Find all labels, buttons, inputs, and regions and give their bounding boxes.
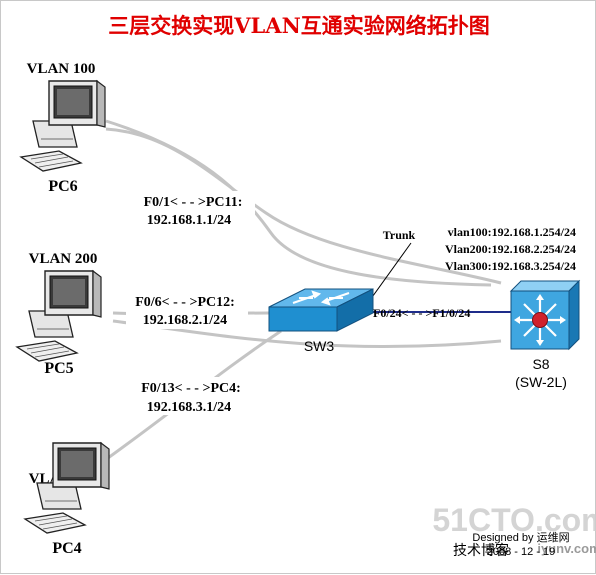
label-backdrop xyxy=(126,291,248,329)
host-name: PC4 xyxy=(52,540,81,557)
interface-ip: Vlan200:192.168.2.254/24 xyxy=(445,242,576,256)
switch-sw3[interactable]: SW3 xyxy=(268,288,374,354)
desktop-computer-icon xyxy=(16,270,102,362)
watermark-cn: 技术博客 xyxy=(453,542,509,558)
trunk-label: Trunk xyxy=(383,228,416,242)
ip-address: 192.168.2.1/24 xyxy=(143,313,227,328)
designed-by: Designed by 运维网 xyxy=(472,531,569,544)
vlan-label: VLAN 200 xyxy=(29,251,98,267)
host-pc4[interactable]: VLAN 300 PC4 xyxy=(24,442,110,557)
interface-ip: Vlan300:192.168.3.254/24 xyxy=(445,259,576,273)
design-date: 2008 - 12 - 19 xyxy=(487,546,556,558)
switch-subtitle: (SW-2L) xyxy=(515,374,567,390)
vlan-label: VLAN 100 xyxy=(27,61,96,77)
host-pc5[interactable]: VLAN 200 PC5 xyxy=(16,251,102,377)
switch-name: S8 xyxy=(532,356,549,372)
host-name: PC5 xyxy=(44,360,73,377)
label-backdrop xyxy=(131,377,257,415)
port-mapping: F0/13< - - >PC4: xyxy=(141,381,241,396)
host-name: PC6 xyxy=(48,178,77,195)
desktop-computer-icon xyxy=(24,442,110,534)
ip-address: 192.168.1.1/24 xyxy=(147,213,231,228)
watermark: 51CTO.com 技术博客 iyunv.com xyxy=(432,502,596,558)
trunk-port-label: F0/24< - - >F1/0/24 xyxy=(373,306,470,320)
link-label-pc6: F0/1< - - >PC11: 192.168.1.1/24 xyxy=(133,191,255,228)
layer3-switch-icon xyxy=(509,279,581,351)
s8-interface-list: vlan100:192.168.1.254/24 Vlan200:192.168… xyxy=(445,225,576,273)
switch-s8[interactable]: S8 (SW-2L) xyxy=(509,279,581,390)
watermark-sub: iyunv.com xyxy=(537,541,596,556)
interface-ip: vlan100:192.168.1.254/24 xyxy=(448,225,576,239)
port-mapping: F0/1< - - >PC11: xyxy=(144,195,243,210)
link-label-pc5: F0/6< - - >PC12: 192.168.2.1/24 xyxy=(126,291,248,329)
desktop-computer-icon xyxy=(20,80,106,172)
workgroup-switch-icon xyxy=(268,288,374,332)
link-pc6-s8 xyxy=(105,127,502,285)
port-mapping: F0/6< - - >PC12: xyxy=(135,295,235,310)
ip-address: 192.168.3.1/24 xyxy=(147,400,231,415)
switch-name: SW3 xyxy=(304,338,335,354)
link-label-pc4: F0/13< - - >PC4: 192.168.3.1/24 xyxy=(131,377,257,415)
page-title: 三层交换实现VLAN互通实验网络拓扑图 xyxy=(108,13,490,38)
watermark-site: 51CTO.com xyxy=(432,502,596,538)
label-backdrop xyxy=(133,191,255,227)
host-pc6[interactable]: VLAN 100 PC6 xyxy=(20,61,106,195)
